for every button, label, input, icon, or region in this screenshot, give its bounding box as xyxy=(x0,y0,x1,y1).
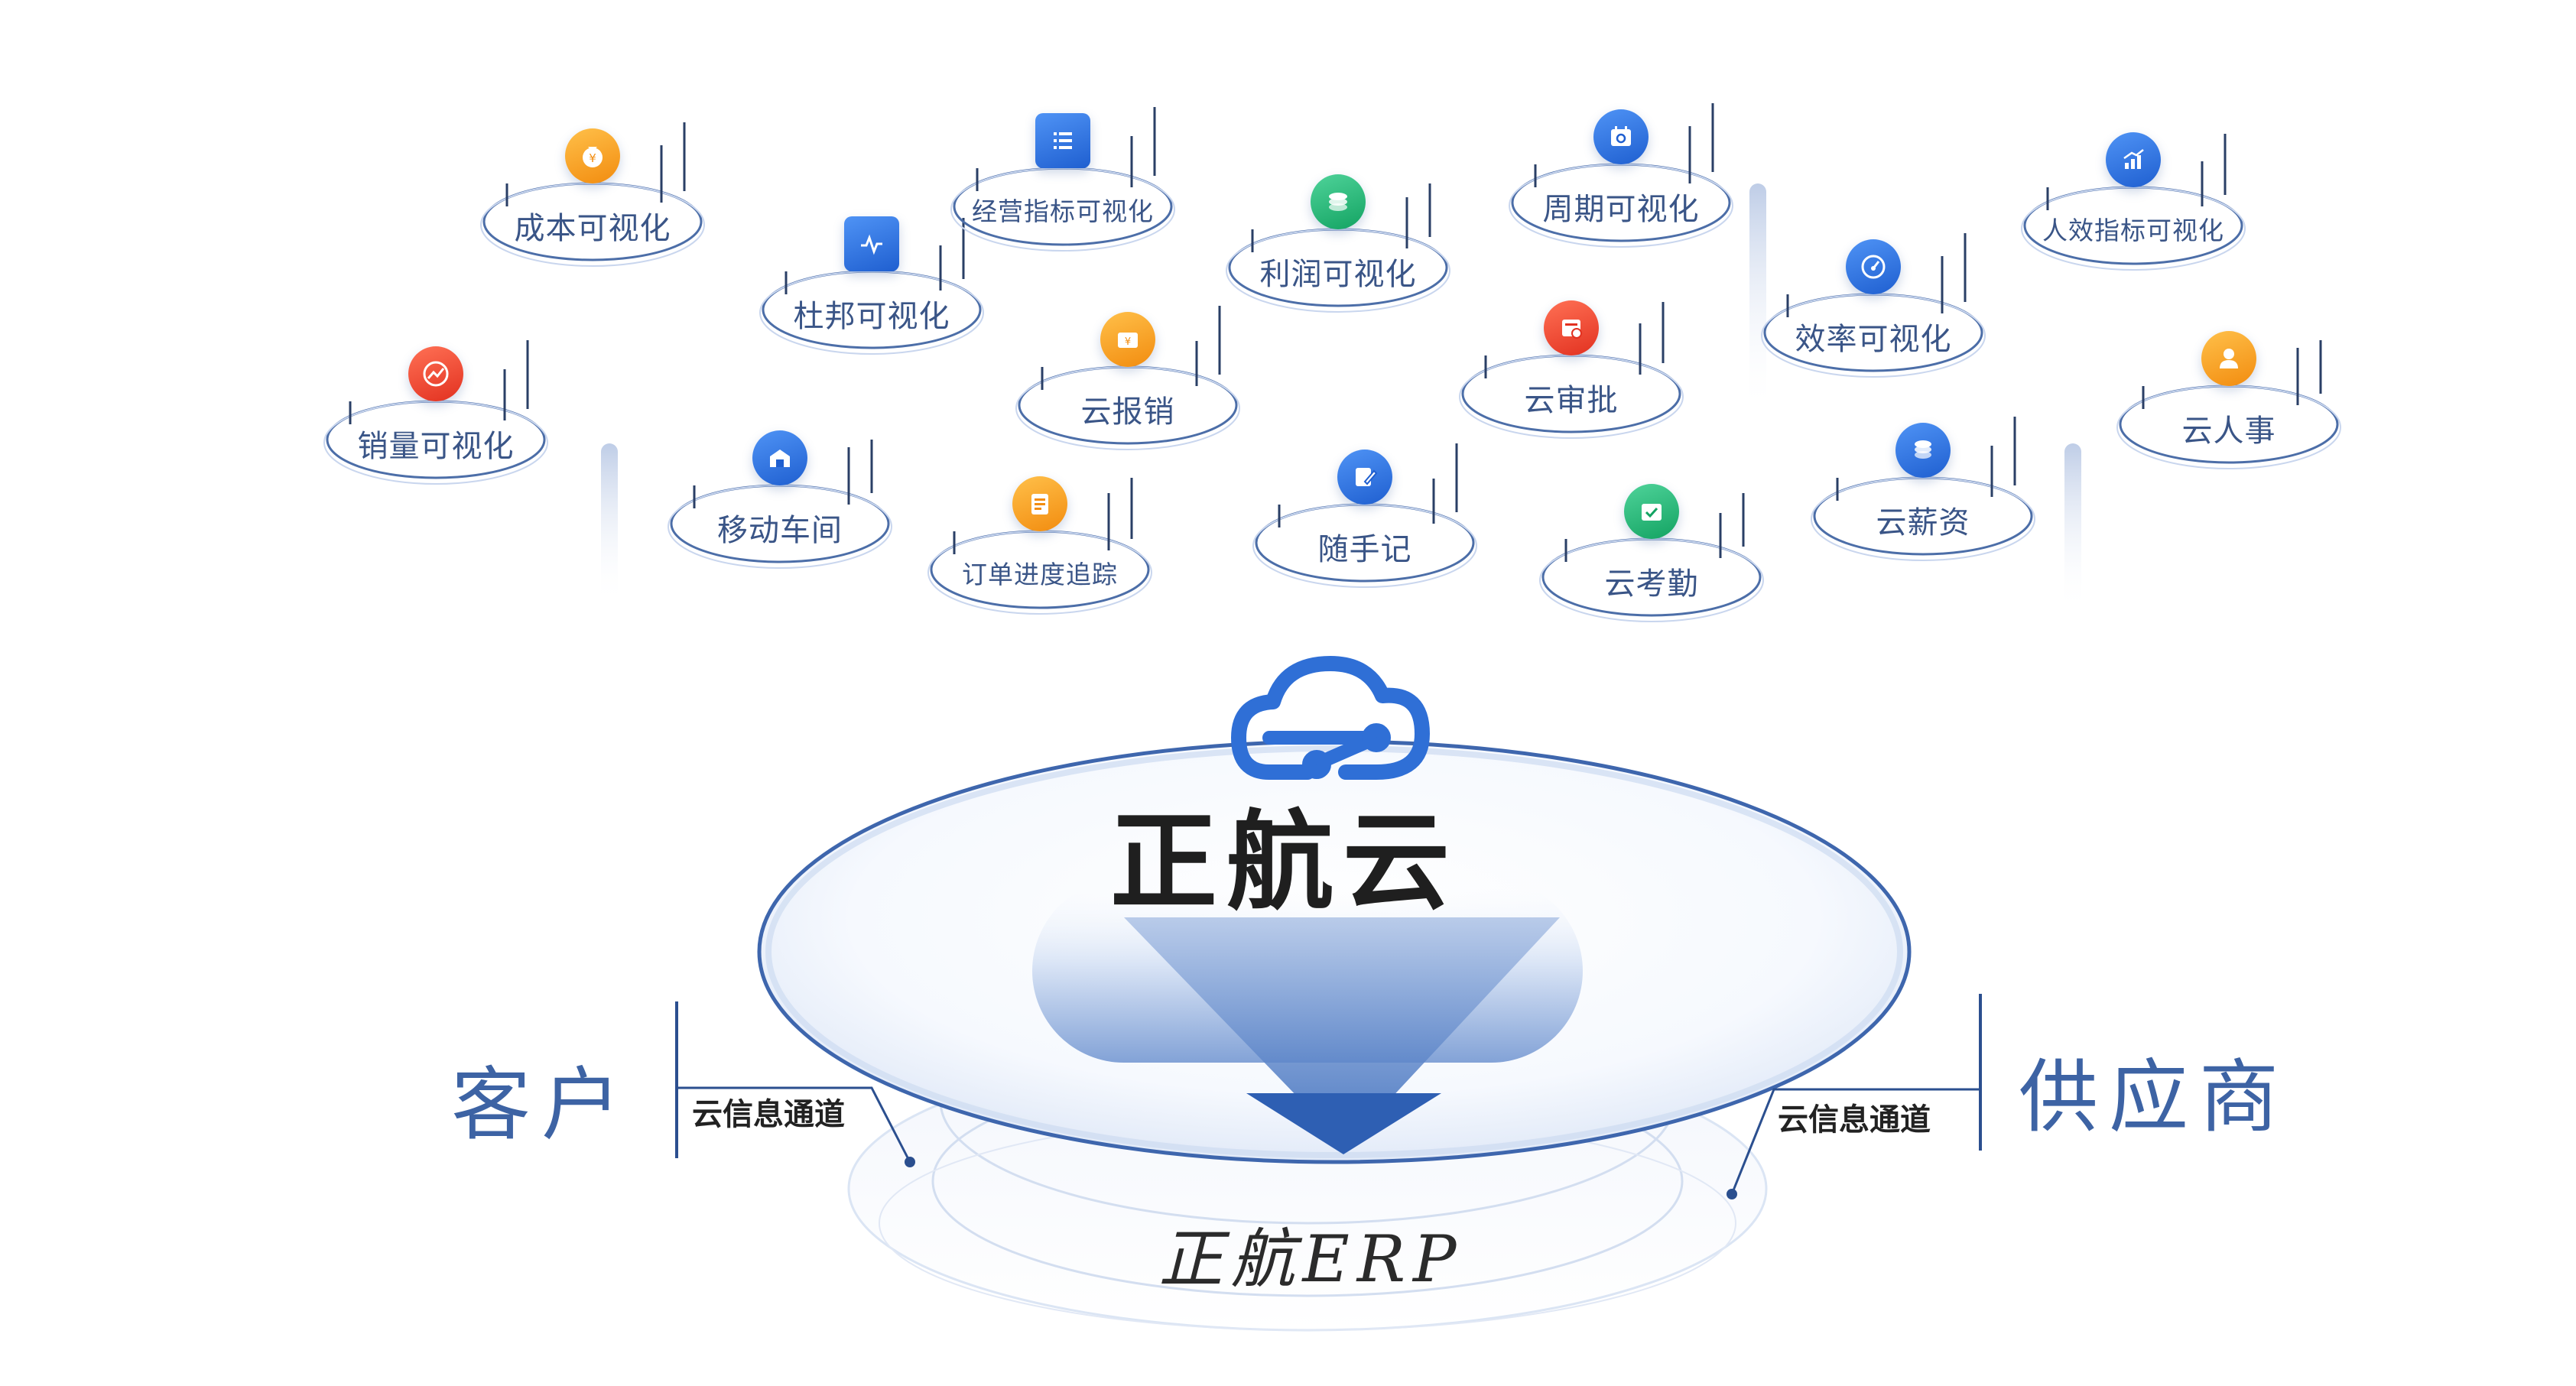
module-order: 订单进度追踪 xyxy=(925,470,1155,646)
module-decoration xyxy=(759,218,984,355)
module-decoration xyxy=(1252,443,1477,588)
module-decoration xyxy=(480,122,705,267)
module-decoration xyxy=(2116,340,2341,469)
module-label: 人效指标可视化 xyxy=(2042,216,2224,245)
brand-title: 正航云 xyxy=(1109,800,1459,925)
pulse-chart-icon xyxy=(844,216,899,271)
list-icon xyxy=(1035,113,1090,168)
module-label: 云审批 xyxy=(1524,383,1619,418)
customer-label: 客户 xyxy=(451,1058,632,1151)
approval-icon xyxy=(1544,300,1599,355)
module-label: 经营指标可视化 xyxy=(972,196,1154,226)
money-bag-icon: ¥ xyxy=(565,128,620,183)
module-decoration xyxy=(1539,493,1764,622)
module-label: 云报销 xyxy=(1080,394,1175,430)
funnel-arrow xyxy=(1124,917,1560,1147)
pillar xyxy=(2064,443,2081,612)
svg-text:¥: ¥ xyxy=(589,151,596,165)
module-mobile: 移动车间 xyxy=(665,424,895,600)
module-notes: 随手记 xyxy=(1250,443,1480,619)
module-profit: 利润可视化 xyxy=(1223,168,1453,344)
module-payroll: 云薪资 xyxy=(1808,417,2038,592)
wallet-icon: ¥ xyxy=(1100,312,1155,367)
calendar-icon xyxy=(1593,109,1649,164)
module-decoration xyxy=(668,440,892,569)
module-decoration xyxy=(927,478,1152,615)
supplier-label: 供应商 xyxy=(2019,1050,2290,1144)
module-decoration xyxy=(1761,233,1986,378)
module-efficiency: 效率可视化 xyxy=(1759,233,1988,409)
module-label: 效率可视化 xyxy=(1795,322,1952,357)
module-expense: ¥ 云报销 xyxy=(1013,306,1243,482)
module-label: 周期可视化 xyxy=(1542,192,1700,227)
module-decoration xyxy=(1015,306,1240,450)
module-decoration xyxy=(1509,103,1733,248)
check-calendar-icon xyxy=(1624,484,1679,539)
module-decoration xyxy=(950,107,1175,252)
coins-icon xyxy=(1311,174,1366,229)
module-label: 随手记 xyxy=(1317,532,1412,567)
channel-label-right: 云信息通道 xyxy=(1778,1102,1931,1138)
module-period: 周期可视化 xyxy=(1506,103,1736,279)
module-decoration xyxy=(1226,183,1450,313)
channel-line xyxy=(1730,1088,1980,1195)
module-label: 杜邦可视化 xyxy=(793,299,950,334)
growth-icon xyxy=(2106,132,2161,187)
module-label: 利润可视化 xyxy=(1259,257,1417,292)
main-disc-glow xyxy=(765,745,1903,1158)
module-label: 移动车间 xyxy=(717,513,843,548)
module-label: 订单进度追踪 xyxy=(962,560,1118,589)
module-decoration xyxy=(2021,134,2246,271)
svg-text:¥: ¥ xyxy=(1125,336,1131,348)
module-kpi: 经营指标可视化 xyxy=(948,107,1178,283)
factory-icon xyxy=(752,430,807,485)
document-icon xyxy=(1012,476,1067,531)
module-decoration xyxy=(1459,302,1684,439)
module-dupont: 杜邦可视化 xyxy=(757,210,986,386)
module-decoration xyxy=(1811,417,2035,561)
pillar xyxy=(1749,183,1766,413)
trend-chart-icon xyxy=(408,346,463,401)
module-attendance: 云考勤 xyxy=(1537,478,1766,654)
pillar xyxy=(601,443,618,604)
edit-note-icon xyxy=(1337,450,1392,505)
module-label: 销量可视化 xyxy=(357,429,515,464)
gauge-icon xyxy=(1846,239,1901,294)
module-label: 云人事 xyxy=(2181,414,2276,449)
module-hr: 云人事 xyxy=(2114,325,2344,501)
coin-stack-icon xyxy=(1895,423,1951,478)
module-label: 云薪资 xyxy=(1876,505,1970,540)
module-approval: 云审批 xyxy=(1457,294,1686,470)
funnel-arrow-tip xyxy=(1246,1093,1441,1154)
channel-dot xyxy=(905,1157,915,1167)
module-cost: ¥ 成本可视化 xyxy=(478,122,707,298)
module-label: 云考勤 xyxy=(1604,566,1699,602)
module-decoration xyxy=(323,340,548,485)
channel-line xyxy=(677,1086,911,1163)
module-label: 成本可视化 xyxy=(514,211,671,246)
channel-label-left: 云信息通道 xyxy=(692,1097,845,1132)
module-hr-kpi: 人效指标可视化 xyxy=(2019,126,2248,302)
person-icon xyxy=(2201,331,2256,386)
erp-label: 正航ERP xyxy=(1158,1222,1464,1297)
channel-dot xyxy=(1727,1189,1737,1199)
module-sales: 销量可视化 xyxy=(321,340,551,516)
cloud-logo-icon xyxy=(1231,656,1430,780)
